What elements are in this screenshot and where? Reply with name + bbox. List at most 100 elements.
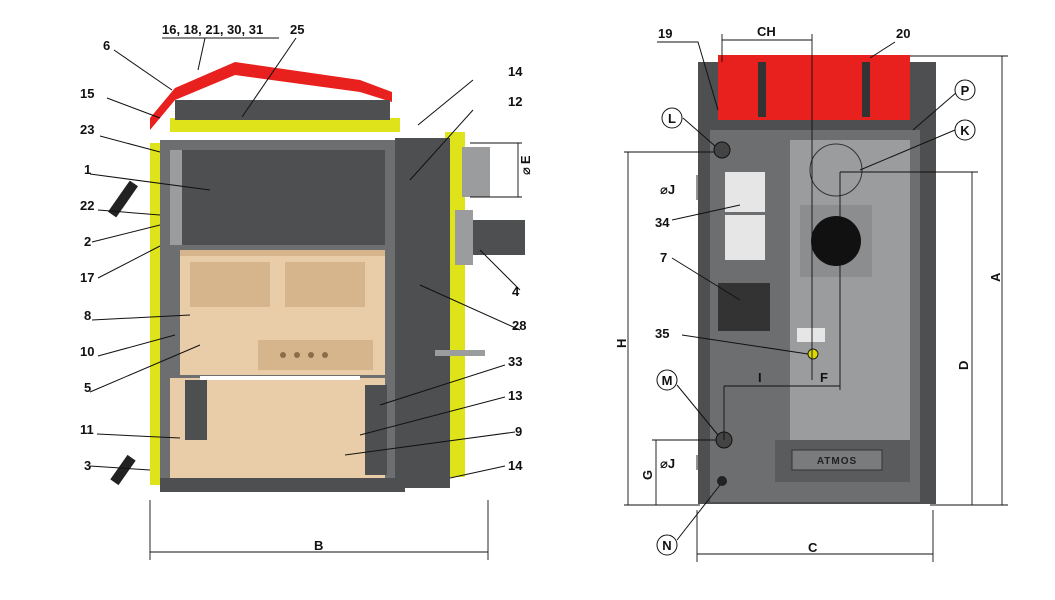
- grate-line: [200, 376, 360, 380]
- leader-line: [344, 431, 516, 456]
- dim-a-label: A: [988, 272, 1003, 282]
- label-17: 17: [80, 270, 94, 285]
- top-cover: [150, 62, 392, 130]
- left-leaders: [89, 37, 521, 479]
- label-16-18-21-30-31: 16, 18, 21, 30, 31: [162, 22, 263, 37]
- dim-ch-label: CH: [757, 24, 776, 39]
- dim-f-label: F: [820, 370, 828, 385]
- label-7: 7: [660, 250, 667, 265]
- info-plate: [725, 215, 765, 260]
- leader-line: [409, 109, 474, 181]
- flue-outlet: [462, 147, 490, 197]
- boiler-section-view: [108, 62, 525, 492]
- label-p: P: [961, 83, 970, 98]
- leader-line: [671, 204, 741, 221]
- dim-b-line: [149, 500, 489, 560]
- boiler-rear-view: ATMOS: [698, 55, 936, 504]
- label-6: 6: [103, 38, 110, 53]
- nozzle-block-right: [285, 262, 365, 307]
- handle-upper: [108, 180, 138, 218]
- label-11: 11: [80, 422, 94, 437]
- leader-line: [91, 224, 161, 243]
- leader-line: [89, 173, 211, 191]
- fan-opening: [811, 216, 861, 266]
- dim-a-line: [910, 55, 1008, 506]
- control-box: [718, 283, 770, 331]
- marker-p: [954, 79, 976, 101]
- leader-line: [681, 334, 809, 355]
- label-3: 3: [84, 458, 91, 473]
- air-hole: [280, 352, 286, 358]
- dim-i-label: I: [758, 370, 762, 385]
- leader-line: [97, 209, 161, 216]
- leader-line: [89, 344, 201, 393]
- fan-flange: [455, 210, 473, 265]
- air-channel: [258, 340, 373, 370]
- flow-connection-l: [713, 141, 731, 159]
- label-14-bottom: 14: [508, 458, 523, 473]
- dim-h-line: [624, 151, 714, 506]
- label-28: 28: [512, 318, 526, 333]
- leader-line: [657, 41, 719, 111]
- dim-e-letter: E: [518, 155, 533, 164]
- marker-k: [954, 119, 976, 141]
- marker-n: [656, 534, 678, 556]
- label-4: 4: [512, 284, 520, 299]
- firebox-edge: [180, 250, 385, 256]
- connection-35: [807, 348, 819, 360]
- marker-m: [656, 369, 678, 391]
- leader-line: [91, 314, 191, 321]
- label-12: 12: [508, 94, 522, 109]
- label-m: M: [662, 373, 673, 388]
- dimension-b: B: [149, 500, 489, 560]
- rear-top-cover: [718, 55, 910, 120]
- top-insulation: [170, 118, 400, 132]
- brand-text: ATMOS: [817, 456, 857, 467]
- label-2: 2: [84, 234, 91, 249]
- air-hole: [322, 352, 328, 358]
- exhaust-fan: [470, 220, 525, 255]
- left-labels: 6 16, 18, 21, 30, 31 25 14 15 12 23 1 22…: [80, 22, 526, 473]
- leader-line: [97, 334, 176, 357]
- label-33: 33: [508, 354, 522, 369]
- leader-line: [682, 117, 716, 147]
- chimney-stub-left: [758, 62, 766, 117]
- leader-line: [97, 245, 161, 279]
- dimension-e: ⌀E: [470, 142, 533, 198]
- dim-i-line: [723, 385, 812, 440]
- dim-e-label: ⌀E: [518, 155, 533, 175]
- label-34: 34: [655, 215, 670, 230]
- dim-c-label: C: [808, 540, 818, 555]
- leader-line: [417, 79, 474, 126]
- label-35: 35: [655, 326, 669, 341]
- label-23: 23: [80, 122, 94, 137]
- leader-line: [676, 384, 719, 436]
- side-pipe: [435, 350, 485, 356]
- loading-door-inner: [170, 150, 182, 245]
- leader-line: [359, 396, 506, 436]
- dim-e-line: [470, 142, 522, 198]
- label-20: 20: [896, 26, 910, 41]
- label-1: 1: [84, 162, 91, 177]
- drain-connection-n: [717, 476, 727, 486]
- label-14-top: 14: [508, 64, 523, 79]
- dim-d-line: [840, 171, 978, 505]
- leader-line: [859, 129, 956, 171]
- leader-line: [671, 257, 741, 301]
- dim-f-line: [812, 172, 841, 390]
- air-hole: [308, 352, 314, 358]
- rear-chamber: [395, 138, 450, 488]
- dim-h-label: H: [614, 339, 629, 348]
- label-25: 25: [290, 22, 304, 37]
- right-labels: 19 20 P L K 34 7 35 M N: [655, 26, 976, 556]
- label-19: 19: [658, 26, 672, 41]
- leader-line: [419, 284, 521, 331]
- label-5: 5: [84, 380, 91, 395]
- label-10: 10: [80, 344, 94, 359]
- brand-plate: [791, 449, 883, 471]
- label-k: K: [960, 123, 970, 138]
- dim-e-symbol: ⌀: [518, 167, 533, 175]
- dim-j-bottom-label: ⌀J: [660, 456, 675, 471]
- leader-line: [869, 41, 896, 59]
